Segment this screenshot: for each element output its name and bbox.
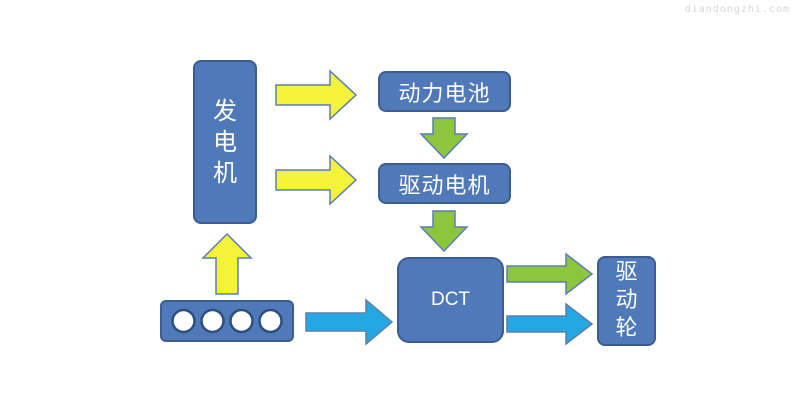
wheels-box: 驱动轮 — [597, 256, 656, 346]
engine-cylinder — [229, 308, 254, 334]
watermark-text: diandongzhi.com — [684, 4, 790, 15]
dct-box: DCT — [397, 257, 504, 343]
battery-label: 动力电池 — [398, 81, 491, 107]
arrow-engine-to-generator — [201, 232, 253, 295]
motor-label: 驱动电机 — [398, 173, 491, 199]
arrow-generator-to-battery — [275, 69, 358, 121]
arrow-battery-to-motor — [419, 117, 469, 160]
dct-label: DCT — [430, 289, 471, 310]
generator-box: 发电机 — [193, 60, 257, 224]
arrow-dct-to-wheels-bottom — [506, 302, 594, 346]
generator-label: 发电机 — [212, 96, 237, 187]
arrow-generator-to-motor — [275, 154, 358, 206]
arrow-dct-to-wheels-top — [506, 252, 594, 296]
arrow-motor-to-dct — [419, 210, 469, 253]
battery-box: 动力电池 — [378, 71, 511, 112]
wheels-label: 驱动轮 — [615, 260, 638, 341]
engine-cylinder — [171, 308, 196, 334]
engine-cylinder — [200, 308, 225, 334]
arrow-engine-to-dct — [305, 298, 394, 346]
motor-box: 驱动电机 — [378, 163, 511, 204]
engine-cylinder — [258, 308, 283, 334]
engine-cylinders-icon — [171, 308, 283, 334]
engine-box — [160, 300, 294, 342]
